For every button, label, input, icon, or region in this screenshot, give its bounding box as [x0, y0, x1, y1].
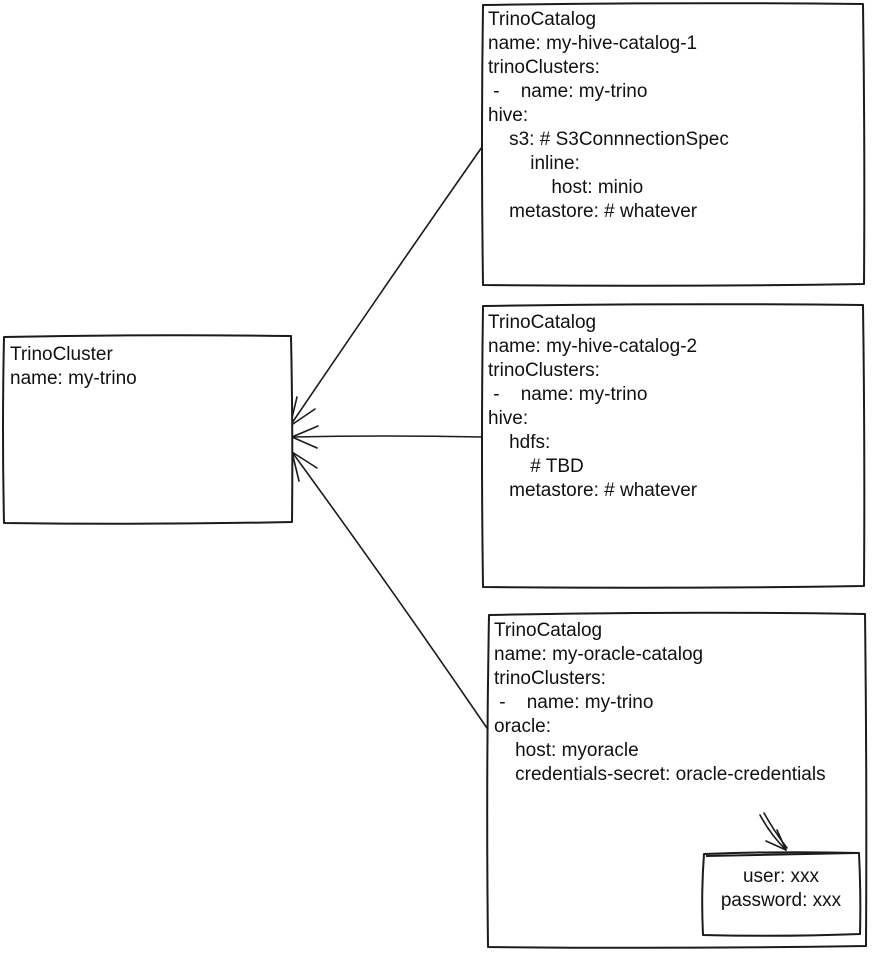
connector-catalog3-to-cluster: [291, 451, 490, 732]
yaml-line: host: minio: [488, 177, 644, 198]
yaml-line: hive:: [488, 105, 529, 126]
yaml-line: TrinoCatalog: [494, 620, 603, 641]
yaml-line: password: xxx: [720, 890, 842, 911]
yaml-line: - name: my-trino: [494, 692, 654, 713]
credentials-arrow-line: [759, 814, 787, 851]
yaml-line: credentials-secret: oracle-credentials: [494, 764, 826, 785]
yaml-line: TrinoCatalog: [488, 312, 597, 333]
yaml-line: TrinoCatalog: [488, 9, 597, 30]
credentials-secret-yaml: user: xxx password: xxx: [703, 865, 859, 913]
credentials-arrowhead-barb1: [776, 829, 787, 851]
credentials-box-top-sketch-stroke: [705, 852, 857, 857]
yaml-line: trinoClusters:: [494, 668, 606, 689]
yaml-line: s3: # S3ConnnectionSpec: [488, 129, 729, 150]
yaml-line: name: my-oracle-catalog: [494, 644, 704, 665]
yaml-line: oracle:: [494, 716, 552, 737]
yaml-line: trinoClusters:: [488, 360, 600, 381]
yaml-line: - name: my-trino: [488, 384, 648, 405]
trino-catalog-3-yaml: TrinoCatalog name: my-oracle-catalog trino…: [494, 619, 826, 787]
connector-catalog1-to-cluster: [289, 146, 483, 427]
yaml-line: host: myoracle: [494, 740, 639, 761]
yaml-line: hive:: [488, 408, 529, 429]
connector-lines: [289, 146, 490, 732]
credentials-secret-box: [701, 851, 862, 937]
trino-cluster-box: [2, 334, 294, 525]
credentials-arrow: [759, 812, 788, 851]
arrowhead-catalog1-barb1: [289, 408, 316, 427]
yaml-line: user: xxx: [742, 866, 820, 887]
yaml-line: # TBD: [488, 456, 584, 477]
yaml-line: name: my-trino: [10, 368, 137, 389]
trino-catalog-1-box: [481, 2, 866, 287]
yaml-line: name: my-hive-catalog-2: [488, 336, 698, 357]
credentials-box-group: [701, 851, 862, 937]
arrowhead-catalog2-barb2: [291, 436, 318, 449]
yaml-line: metastore: # whatever: [488, 201, 698, 222]
yaml-line: trinoClusters:: [488, 57, 600, 78]
trino-catalog-2-yaml: TrinoCatalog name: my-hive-catalog-2 trino…: [488, 311, 697, 503]
arrowhead-catalog2-barb1: [291, 425, 319, 438]
credentials-arrowhead-barb2: [765, 840, 787, 851]
yaml-line: inline:: [488, 153, 580, 174]
yaml-line: metastore: # whatever: [488, 480, 698, 501]
yaml-line: - name: my-trino: [488, 81, 648, 102]
arrowhead-catalog3-barb1: [291, 451, 318, 469]
yaml-line: hdfs:: [488, 432, 551, 453]
credentials-arrow-line-double: [763, 812, 788, 849]
connector-catalog2-to-cluster: [291, 435, 483, 438]
trino-catalog-2-box: [481, 303, 866, 589]
yaml-line: name: my-hive-catalog-1: [488, 33, 698, 54]
yaml-line: TrinoCluster: [10, 344, 113, 365]
trino-cluster-yaml: TrinoCluster name: my-trino: [10, 343, 137, 391]
trino-catalog-1-yaml: TrinoCatalog name: my-hive-catalog-1 trino…: [488, 8, 729, 224]
